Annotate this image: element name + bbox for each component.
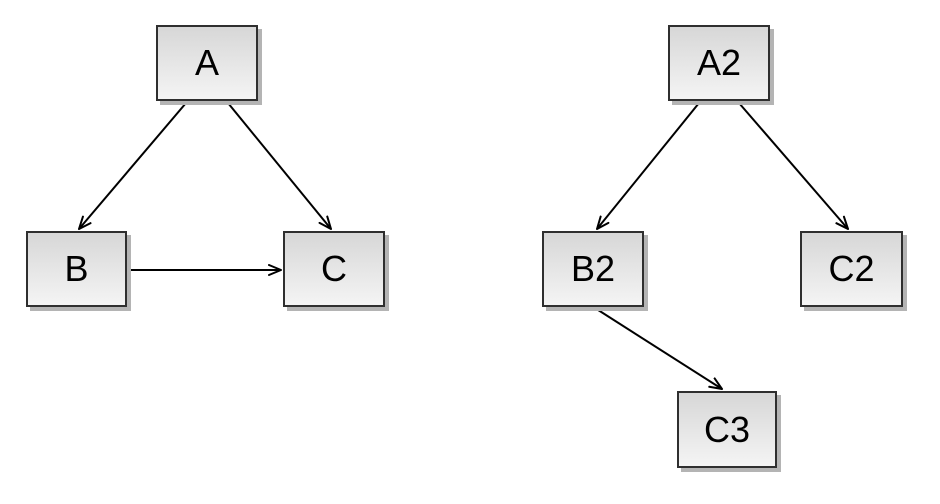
node-label: C3: [703, 408, 751, 450]
node-C: C: [283, 231, 385, 307]
edge-A-C: [227, 102, 332, 230]
edge-A2-C2: [738, 102, 849, 230]
node-label: A2: [696, 42, 742, 83]
node-label: B2: [570, 248, 616, 289]
edge-A2-B2: [596, 102, 700, 230]
edge-group: [78, 102, 849, 390]
node-C3: C3: [677, 391, 777, 468]
node-B: B: [26, 231, 127, 307]
node-label: C: [321, 248, 347, 289]
edge-B2-C3: [594, 307, 723, 390]
node-A2: A2: [668, 25, 770, 101]
node-A: A: [156, 25, 258, 101]
node-label: B: [64, 248, 89, 289]
node-label: C2: [828, 248, 875, 289]
node-C2: C2: [800, 231, 903, 307]
node-label: A: [194, 42, 219, 83]
node-B2: B2: [542, 231, 644, 307]
edge-A-B: [78, 102, 187, 230]
